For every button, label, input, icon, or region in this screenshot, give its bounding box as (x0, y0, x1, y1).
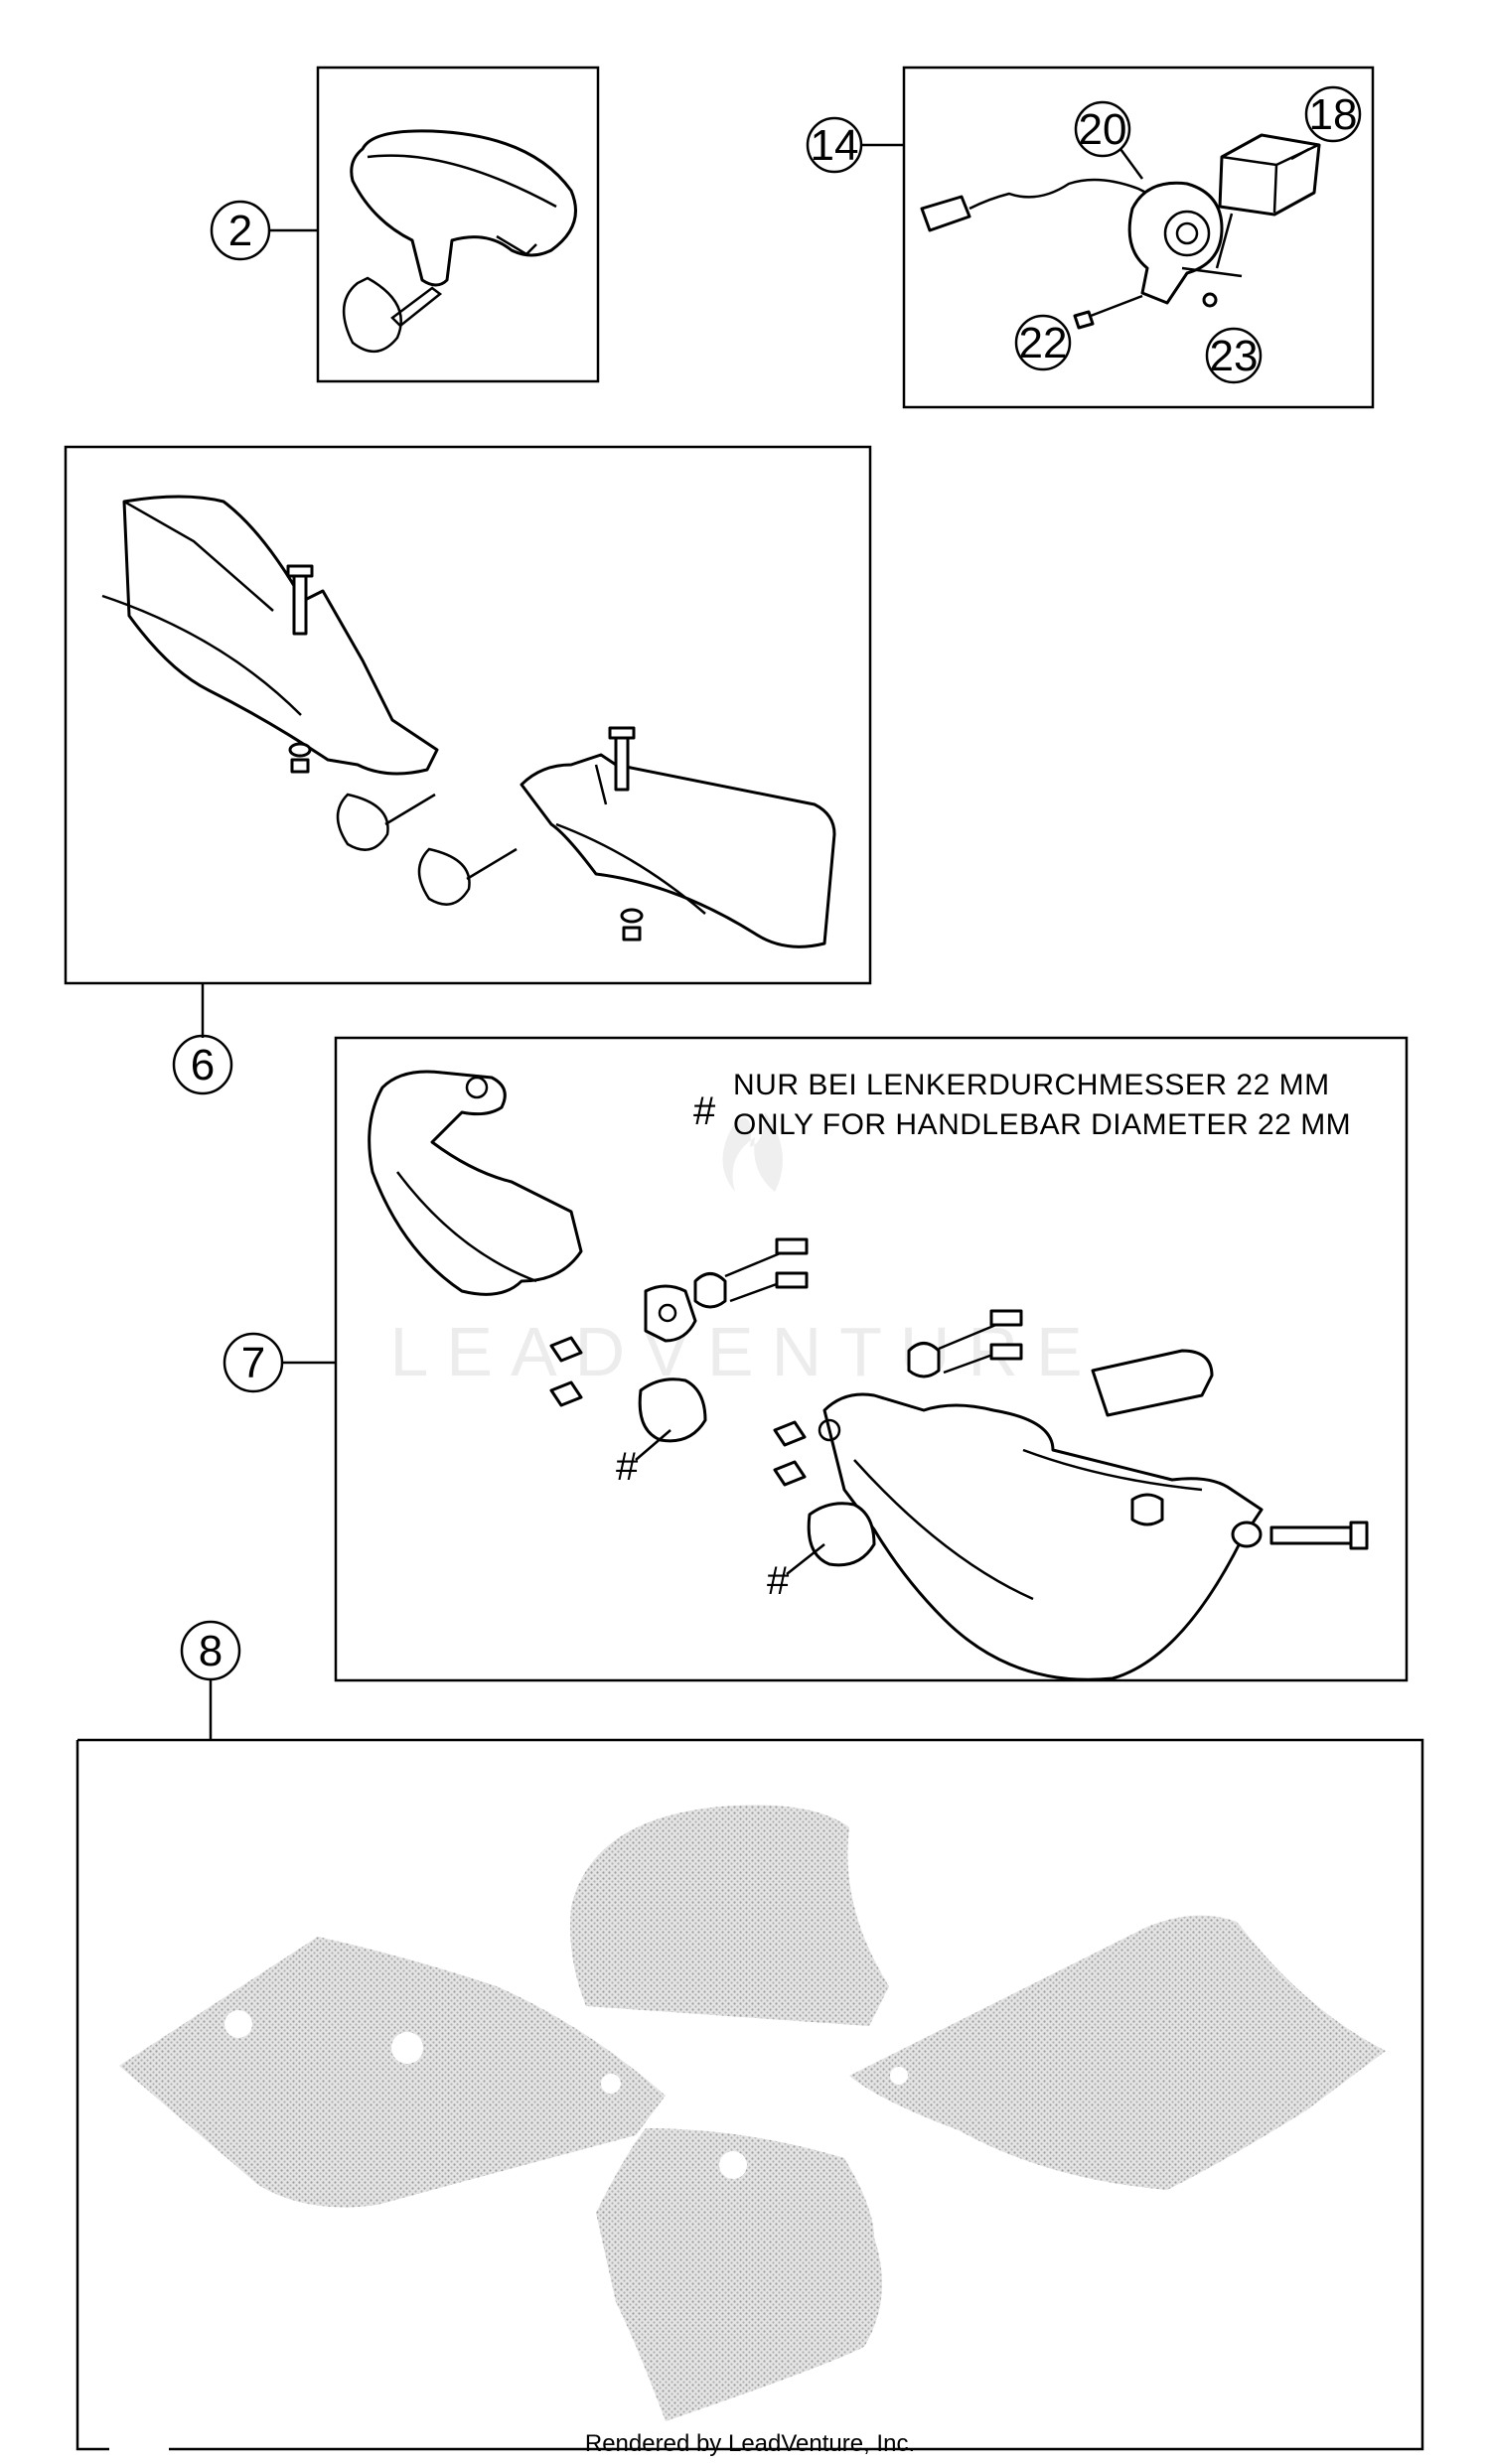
callout-14-label: 14 (811, 121, 859, 170)
bolt-part (292, 572, 308, 636)
clamp-half-part (907, 1342, 941, 1378)
connector-plug-part (920, 195, 971, 232)
decal-bottom-part (596, 2128, 882, 2421)
watermark: LEADVENTURE (389, 1112, 1100, 1390)
nut-part (290, 758, 310, 774)
panel-item-8: 8 (75, 1620, 1424, 2451)
nut-part (622, 926, 642, 942)
spacer-right-part (807, 1502, 876, 1567)
handlebar-end-part (1091, 1349, 1214, 1417)
panel-frame (316, 66, 600, 383)
hand-guard-left-part (122, 495, 439, 776)
panel-item-7: 7 # NUR BEI LENKERDURCHMESSER 22 MM ONLY… (223, 1036, 1409, 1682)
nut-part (773, 1420, 807, 1447)
callout-2-label: 2 (228, 207, 252, 255)
panel-frame (334, 1036, 1409, 1682)
callout-18 (1304, 85, 1362, 143)
bolt-part (989, 1309, 1023, 1327)
nut-23-part (1202, 292, 1218, 308)
nut-part (549, 1336, 583, 1363)
callout-8 (180, 1620, 241, 1681)
panel-frame (902, 66, 1375, 409)
callout-7-label: 7 (241, 1339, 265, 1387)
callout-22-label: 22 (1019, 319, 1068, 367)
callout-23 (1205, 327, 1263, 384)
decal-top-part (570, 1805, 889, 2026)
washer-part (288, 742, 312, 758)
washer-part (1231, 1521, 1263, 1548)
hand-guard-right-part (520, 753, 836, 948)
spacer-left-part (638, 1377, 707, 1443)
screw-18-part (1290, 147, 1310, 161)
callout-20-label: 20 (1079, 105, 1127, 154)
bolt-part (614, 733, 630, 792)
callout-2 (210, 200, 271, 261)
callout-14 (806, 116, 863, 174)
washer-part (620, 908, 644, 924)
panel-item-6: 6 (64, 445, 872, 1095)
hand-guard-right-part (822, 1392, 1264, 1681)
cable-tie-part (417, 847, 471, 906)
callout-18-label: 18 (1309, 90, 1358, 139)
hash-mark-right: # (767, 1559, 790, 1603)
footer-credit: Rendered by LeadVenture, Inc. (585, 2430, 915, 2457)
callout-6-label: 6 (191, 1041, 215, 1089)
nut-part (773, 1460, 807, 1487)
screw-22-part (1073, 310, 1095, 330)
callout-22 (1014, 314, 1072, 371)
watermark-text: LEADVENTURE (389, 1313, 1100, 1390)
note-marker: # (693, 1089, 716, 1133)
panel-frame (75, 1738, 1424, 2451)
panel-item-2: 2 (210, 66, 600, 383)
clamp-part (644, 1284, 697, 1343)
callout-20 (1074, 100, 1131, 158)
panel-item-14: 14 20 18 22 23 (806, 66, 1375, 409)
clamp-half-part (693, 1272, 727, 1309)
hand-guard-left-part (368, 1070, 583, 1296)
nut-part (549, 1380, 583, 1407)
decal-right-part (849, 1915, 1386, 2190)
headlight-cap-part (350, 129, 577, 287)
cable-tie-part (342, 276, 402, 353)
bolt-part (775, 1237, 809, 1255)
bolt-part (989, 1343, 1023, 1361)
callout-6 (172, 1034, 233, 1095)
bolt-part (775, 1271, 809, 1289)
decal-left-part (119, 1937, 666, 2208)
bolt-part (1269, 1525, 1363, 1545)
hash-mark-left: # (616, 1445, 639, 1489)
cable-tie-part (336, 793, 389, 851)
callout-8-label: 8 (199, 1627, 223, 1675)
lamp-housing-part (1127, 181, 1224, 305)
panel-frame (64, 445, 872, 985)
tail-light-part (1218, 133, 1321, 217)
note-line-en: ONLY FOR HANDLEBAR DIAMETER 22 MM (733, 1108, 1351, 1141)
note-line-de: NUR BEI LENKERDURCHMESSER 22 MM (733, 1069, 1330, 1101)
callout-7 (223, 1332, 284, 1393)
callout-23-label: 23 (1210, 332, 1259, 380)
